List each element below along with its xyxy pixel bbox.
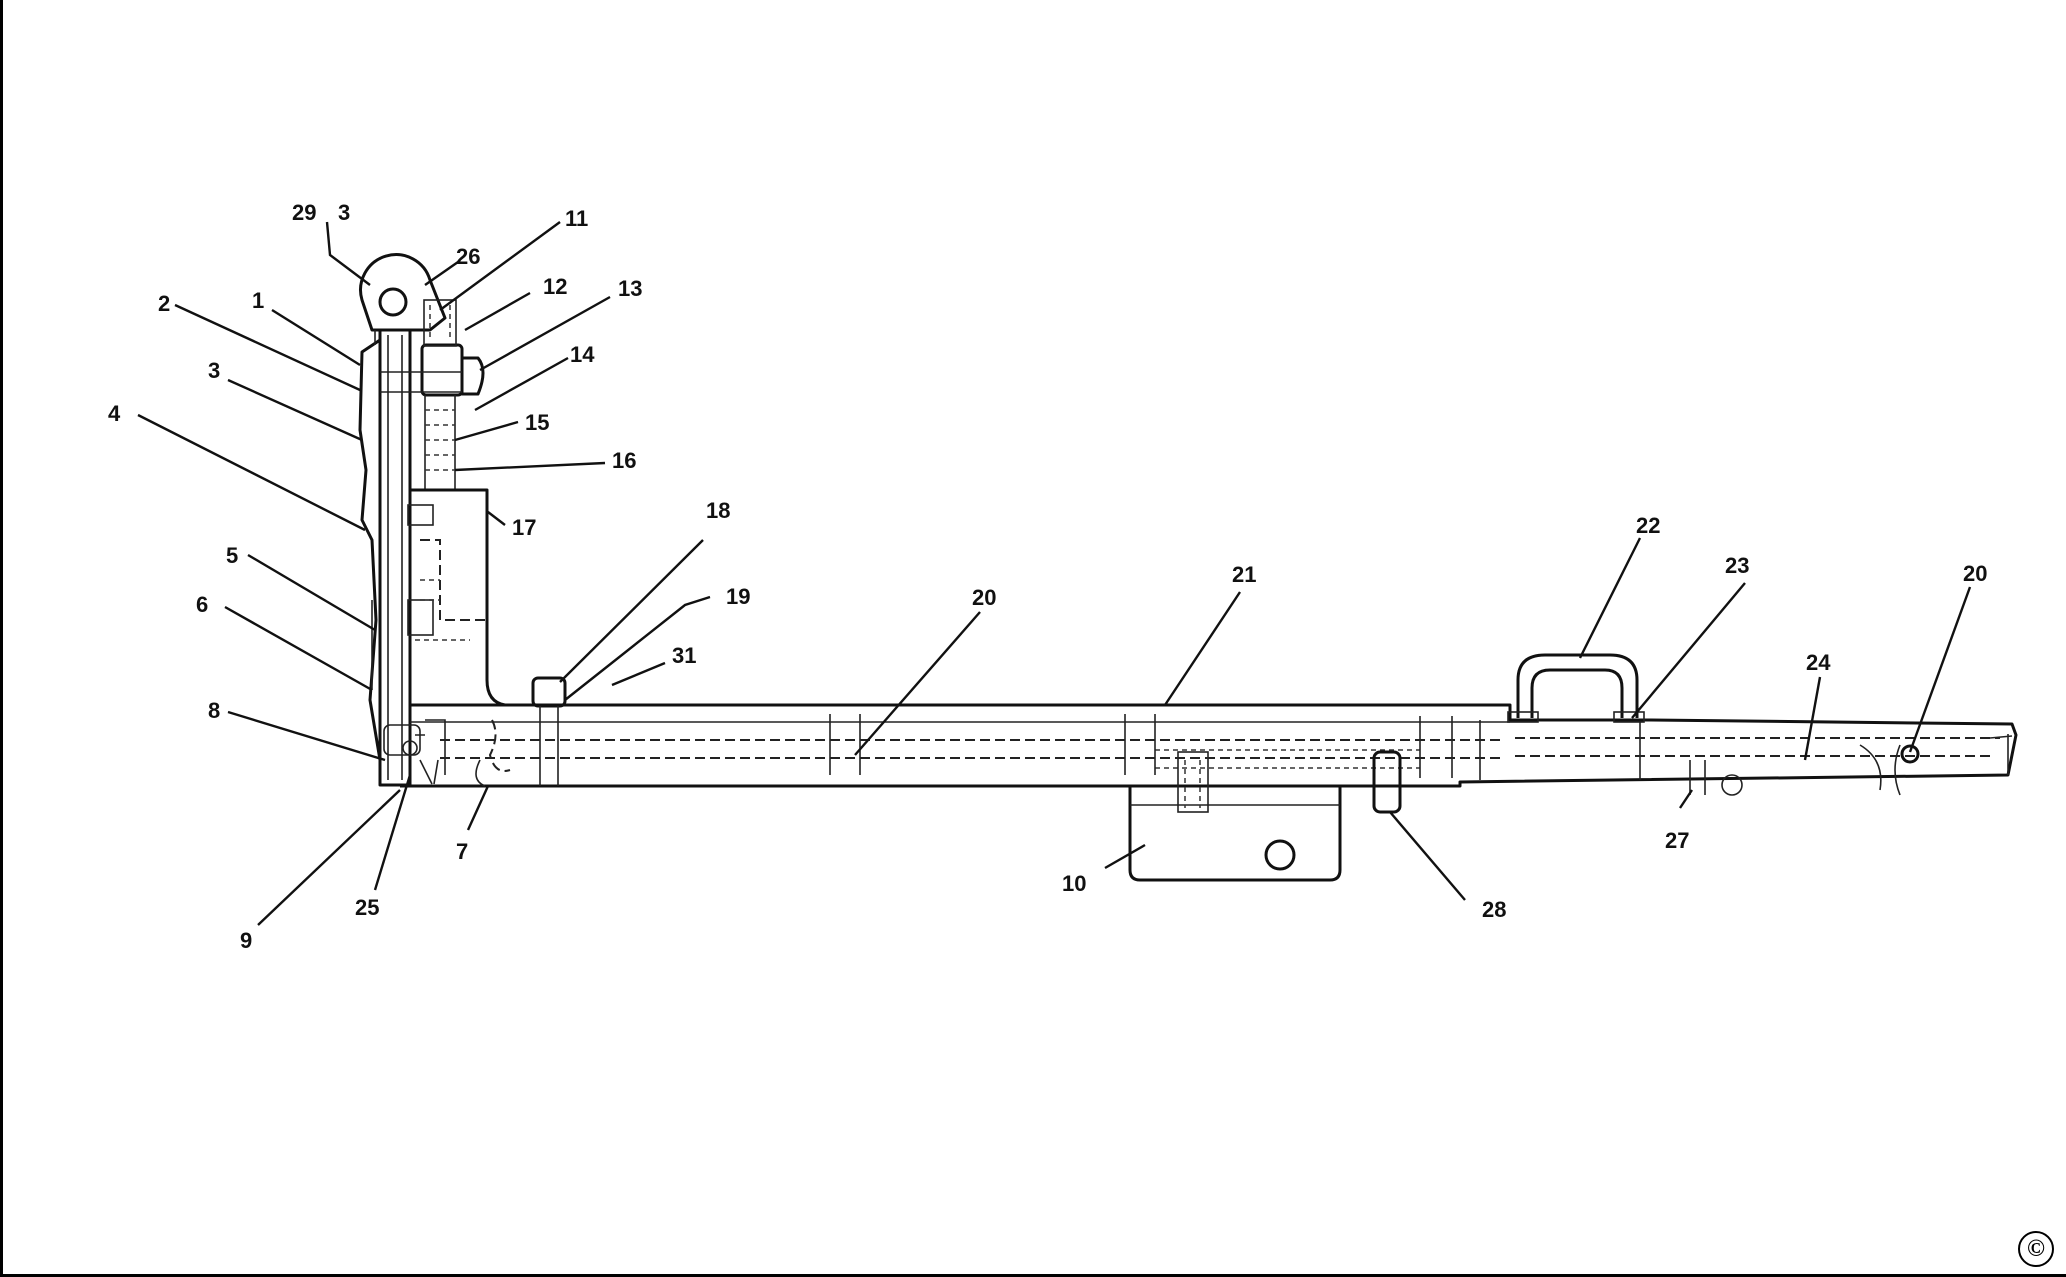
callout-24: 24 bbox=[1806, 650, 1831, 675]
leader-10 bbox=[1104, 843, 1146, 870]
horizontal-arm bbox=[400, 703, 2018, 788]
leader-25 bbox=[373, 774, 412, 891]
leader-28 bbox=[1389, 811, 1466, 901]
callout-25: 25 bbox=[355, 895, 379, 920]
copyright-icon: © bbox=[2018, 1231, 2054, 1267]
callout-26: 26 bbox=[456, 244, 480, 269]
leader-20b bbox=[1908, 586, 1972, 753]
callout-8: 8 bbox=[208, 698, 220, 723]
callout-20-left: 20 bbox=[972, 585, 996, 610]
leader-20a bbox=[854, 611, 981, 756]
leader-2 bbox=[174, 303, 361, 392]
callout-labels: 29 3 26 11 12 13 2 1 14 3 15 4 16 17 18 … bbox=[108, 200, 1987, 953]
callout-12: 12 bbox=[543, 274, 567, 299]
callout-22: 22 bbox=[1636, 513, 1660, 538]
leader-15 bbox=[454, 420, 519, 442]
callout-1: 1 bbox=[252, 288, 264, 313]
arm-root-bolt bbox=[415, 676, 567, 786]
leader-8 bbox=[227, 710, 386, 762]
callout-28: 28 bbox=[1482, 897, 1506, 922]
callout-31: 31 bbox=[672, 643, 696, 668]
leader-26 bbox=[424, 261, 459, 286]
callout-29: 29 bbox=[292, 200, 316, 225]
callout-20-right: 20 bbox=[1963, 561, 1987, 586]
leader-31 bbox=[611, 661, 666, 687]
callout-3-middle: 3 bbox=[208, 358, 220, 383]
leader-13 bbox=[479, 295, 611, 372]
upright-column bbox=[358, 328, 412, 787]
leader-24 bbox=[1803, 676, 1822, 761]
carrying-handle bbox=[1507, 653, 1645, 723]
leader-29 bbox=[325, 221, 371, 286]
threaded-rod bbox=[424, 395, 456, 490]
leader-4 bbox=[137, 413, 366, 532]
callout-9: 9 bbox=[240, 928, 252, 953]
leader-6 bbox=[224, 605, 373, 692]
assembly-drawing bbox=[358, 253, 2018, 882]
callout-19: 19 bbox=[726, 584, 750, 609]
leader-3 bbox=[227, 378, 363, 442]
leader-11 bbox=[439, 221, 561, 311]
leader-27 bbox=[1679, 789, 1693, 809]
callout-5: 5 bbox=[226, 543, 238, 568]
leader-18 bbox=[559, 539, 704, 683]
callout-13: 13 bbox=[618, 276, 642, 301]
callout-4: 4 bbox=[108, 401, 121, 426]
leader-21 bbox=[1164, 591, 1241, 706]
callout-15: 15 bbox=[525, 410, 549, 435]
callout-16: 16 bbox=[612, 448, 636, 473]
leader-14 bbox=[474, 356, 569, 412]
leader-12 bbox=[464, 291, 531, 332]
callout-21: 21 bbox=[1232, 562, 1256, 587]
lower-left-fittings bbox=[383, 724, 486, 787]
right-end-fittings bbox=[1689, 744, 1920, 796]
leader-9 bbox=[257, 789, 401, 926]
leader-1 bbox=[271, 308, 361, 367]
callout-27: 27 bbox=[1665, 828, 1689, 853]
callout-18: 18 bbox=[706, 498, 730, 523]
callout-23: 23 bbox=[1725, 553, 1749, 578]
callout-2: 2 bbox=[158, 291, 170, 316]
leader-5 bbox=[247, 553, 376, 632]
callout-10: 10 bbox=[1062, 871, 1086, 896]
leader-16 bbox=[454, 461, 606, 472]
leader-19 bbox=[564, 595, 711, 701]
leader-22 bbox=[1578, 537, 1642, 659]
adjustment-bolt bbox=[380, 299, 485, 397]
callout-14: 14 bbox=[570, 342, 595, 367]
callout-11: 11 bbox=[565, 206, 588, 231]
callout-6: 6 bbox=[196, 592, 208, 617]
pulley-head bbox=[359, 253, 447, 345]
callout-3-top: 3 bbox=[338, 200, 350, 225]
mounting-bracket bbox=[1128, 750, 1402, 882]
callout-7: 7 bbox=[456, 839, 468, 864]
leader-23 bbox=[1631, 582, 1746, 719]
callout-17: 17 bbox=[512, 515, 536, 540]
leader-lines bbox=[137, 221, 1972, 926]
leader-7 bbox=[466, 785, 490, 831]
leader-17 bbox=[487, 511, 506, 526]
